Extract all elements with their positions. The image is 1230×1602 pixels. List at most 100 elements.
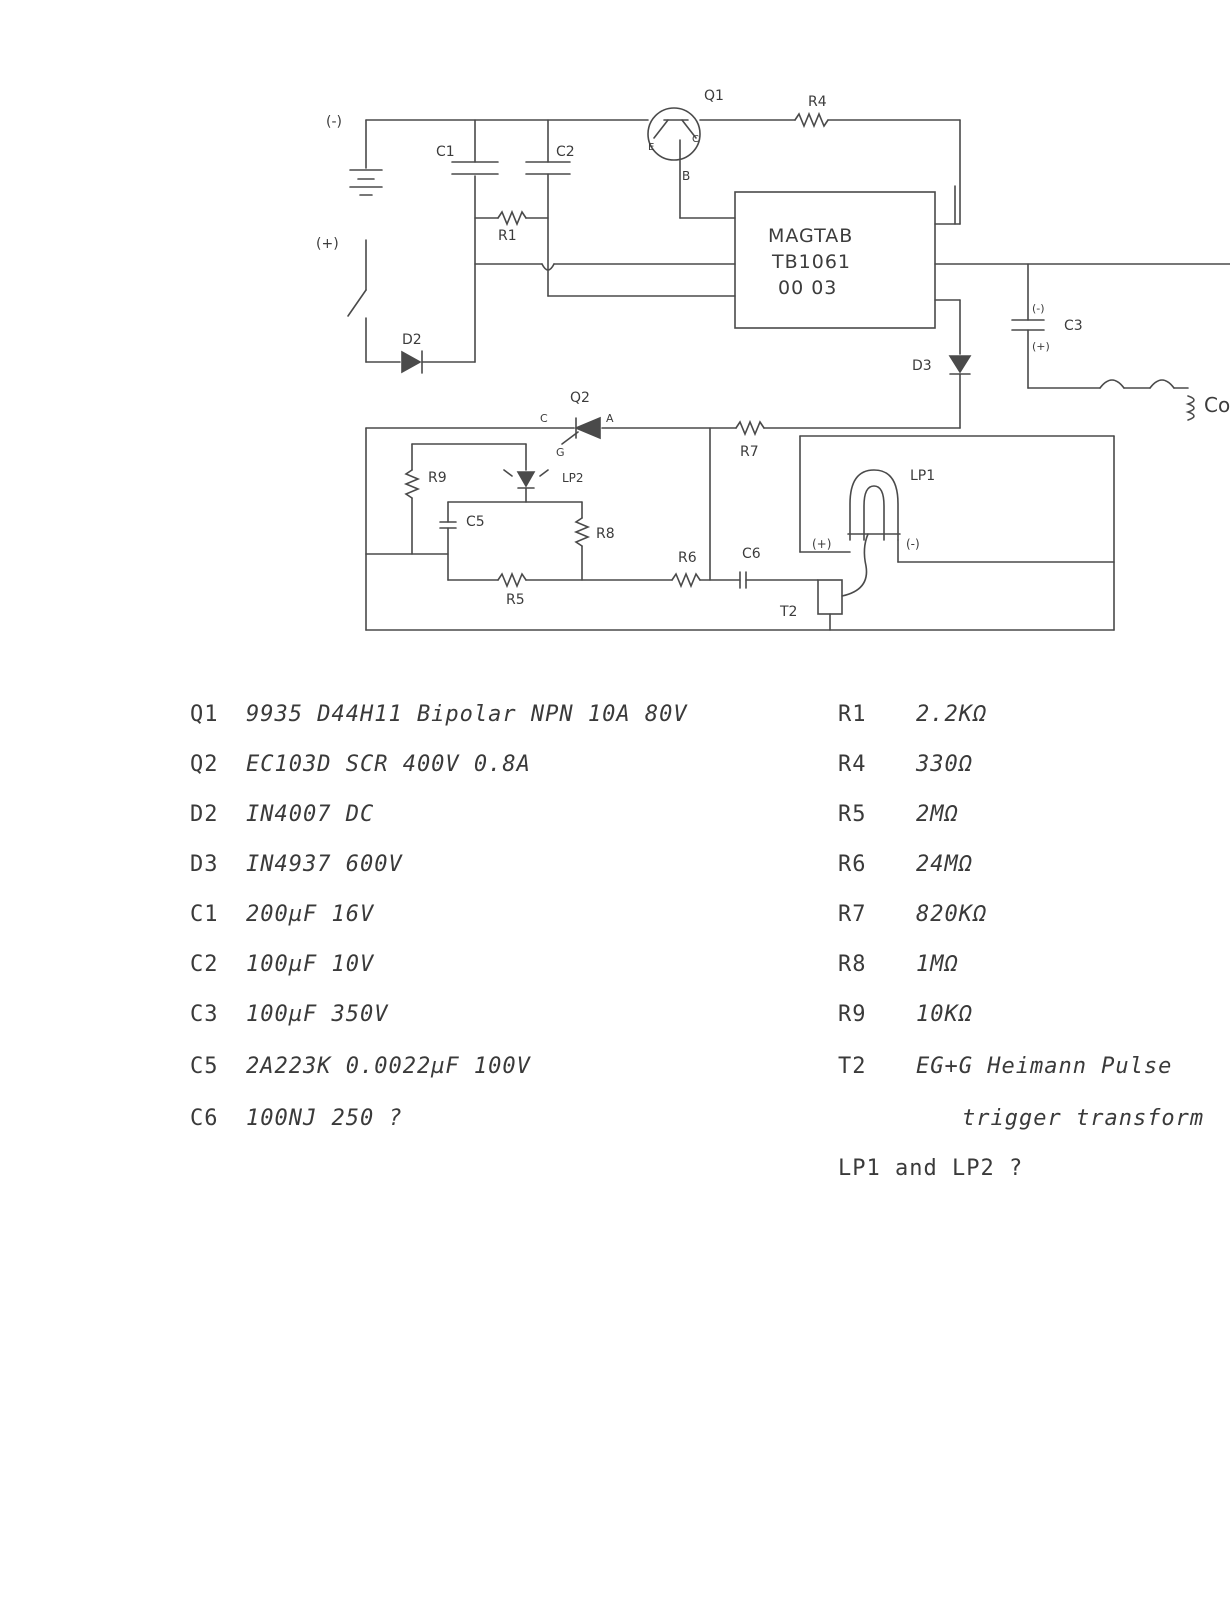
label-lp1-pos: (+) bbox=[812, 537, 831, 551]
part-ref: C2 bbox=[190, 952, 219, 977]
coil-symbol bbox=[1185, 395, 1195, 421]
label-lp1: LP1 bbox=[910, 468, 935, 484]
mid-wire-hop bbox=[541, 263, 555, 271]
label-d2: D2 bbox=[402, 332, 422, 348]
part-ref: D2 bbox=[190, 802, 219, 827]
label-r5: R5 bbox=[506, 592, 525, 608]
part-ref: R9 bbox=[838, 1002, 867, 1027]
part-desc: IN4007 DC bbox=[246, 802, 375, 827]
label-lp1-neg: (-) bbox=[906, 537, 920, 551]
label-q1-c: C bbox=[692, 134, 699, 145]
label-r4: R4 bbox=[808, 94, 827, 110]
label-q1: Q1 bbox=[704, 88, 724, 104]
part-ref: R7 bbox=[838, 902, 867, 927]
part-desc: 2A223K 0.0022µF 100V bbox=[246, 1054, 531, 1079]
part-desc: 820KΩ bbox=[916, 902, 988, 927]
switch-lever bbox=[347, 289, 367, 317]
resistor-r4 bbox=[794, 111, 829, 129]
part-desc: 1MΩ bbox=[916, 952, 959, 977]
part-ref: R4 bbox=[838, 752, 867, 777]
led-lp2-ray-2 bbox=[539, 469, 549, 477]
led-lp2-ray-1 bbox=[503, 469, 513, 477]
part-ref: D3 bbox=[190, 852, 219, 877]
part-ref: C3 bbox=[190, 1002, 219, 1027]
t2-description-line2: trigger transform bbox=[962, 1106, 1205, 1131]
led-lp2-symbol bbox=[516, 471, 536, 488]
label-q1-e: E bbox=[648, 142, 654, 153]
label-t2: T2 bbox=[779, 604, 797, 620]
chip-label-line3: 00 03 bbox=[778, 277, 837, 299]
parts-row: C3 100µF 350V bbox=[190, 1002, 388, 1027]
label-r7: R7 bbox=[740, 444, 759, 460]
c3-wire-hop-1 bbox=[1099, 379, 1125, 389]
part-ref: R5 bbox=[838, 802, 867, 827]
resistor-r5 bbox=[497, 571, 527, 589]
resistor-r9 bbox=[403, 469, 421, 499]
parts-row: D2 IN4007 DC bbox=[190, 802, 374, 827]
flash-tube-lp1-inner bbox=[863, 485, 885, 541]
label-q2: Q2 bbox=[570, 390, 590, 406]
label-c3: C3 bbox=[1064, 318, 1083, 334]
parts-row: Q1 9935 D44H11 Bipolar NPN 10A 80V bbox=[190, 702, 688, 727]
parts-row: R4 330Ω bbox=[838, 752, 973, 777]
label-pos-terminal: (+) bbox=[316, 236, 339, 252]
part-ref: Q1 bbox=[190, 702, 219, 727]
part-desc: 100µF 350V bbox=[246, 1002, 389, 1027]
parts-row: R8 1MΩ bbox=[838, 952, 959, 977]
part-ref: R1 bbox=[838, 702, 867, 727]
diode-d2-symbol bbox=[401, 350, 422, 374]
label-r1: R1 bbox=[498, 228, 517, 244]
transformer-t2 bbox=[817, 579, 843, 615]
label-c2: C2 bbox=[556, 144, 575, 160]
label-c1: C1 bbox=[436, 144, 455, 160]
part-desc: EC103D SCR 400V 0.8A bbox=[246, 752, 531, 777]
chip-label-line1: MAGTAB bbox=[768, 225, 853, 247]
label-lp2: LP2 bbox=[562, 471, 584, 485]
resistor-r6 bbox=[671, 571, 701, 589]
lp-note: LP1 and LP2 ? bbox=[838, 1156, 1024, 1181]
part-desc: 9935 D44H11 Bipolar NPN 10A 80V bbox=[246, 702, 688, 727]
scr-q2-gate bbox=[561, 431, 579, 445]
part-ref: C6 bbox=[190, 1106, 219, 1131]
label-r8: R8 bbox=[596, 526, 615, 542]
label-q2-a: A bbox=[606, 412, 614, 425]
part-desc: 2.2KΩ bbox=[916, 702, 988, 727]
parts-row: D3 IN4937 600V bbox=[190, 852, 403, 877]
diode-d3-symbol bbox=[948, 355, 972, 374]
chip-magtab-body bbox=[734, 191, 936, 329]
parts-row: C5 2A223K 0.0022µF 100V bbox=[190, 1054, 531, 1079]
transistor-q1-body bbox=[647, 107, 701, 161]
parts-row: R7 820KΩ bbox=[838, 902, 987, 927]
parts-row: R1 2.2KΩ bbox=[838, 702, 987, 727]
label-neg-terminal: (-) bbox=[326, 114, 342, 130]
label-q2-g: G bbox=[556, 446, 565, 459]
part-ref: R8 bbox=[838, 952, 867, 977]
part-ref: C5 bbox=[190, 1054, 219, 1079]
part-desc: 330Ω bbox=[916, 752, 973, 777]
resistor-r8 bbox=[573, 517, 591, 547]
label-r9: R9 bbox=[428, 470, 447, 486]
part-ref: T2 bbox=[838, 1054, 867, 1079]
label-coil: Co bbox=[1204, 393, 1230, 417]
label-c5: C5 bbox=[466, 514, 485, 530]
part-desc: EG+G Heimann Pulse bbox=[916, 1054, 1173, 1079]
part-desc: 10KΩ bbox=[916, 1002, 973, 1027]
part-desc: 200µF 16V bbox=[246, 902, 375, 927]
label-d3: D3 bbox=[912, 358, 932, 374]
flash-tube-lp1-outer bbox=[849, 469, 899, 541]
resistor-r7 bbox=[735, 419, 765, 437]
parts-row: T2 EG+G Heimann Pulse bbox=[838, 1054, 1172, 1079]
parts-row: R9 10KΩ bbox=[838, 1002, 973, 1027]
circuit-schematic: (-) (+) C1 C2 R1 Q1 E C B R4 MAGTAB TB10… bbox=[316, 88, 1230, 631]
part-desc: IN4937 600V bbox=[246, 852, 403, 877]
q1-collector-leg bbox=[681, 119, 697, 139]
c3-wire-hop-2 bbox=[1149, 379, 1175, 389]
part-desc: 24MΩ bbox=[916, 852, 973, 877]
q1-emitter-leg bbox=[653, 119, 669, 139]
part-desc: 100µF 10V bbox=[246, 952, 375, 977]
parts-row: C2 100µF 10V bbox=[190, 952, 374, 977]
